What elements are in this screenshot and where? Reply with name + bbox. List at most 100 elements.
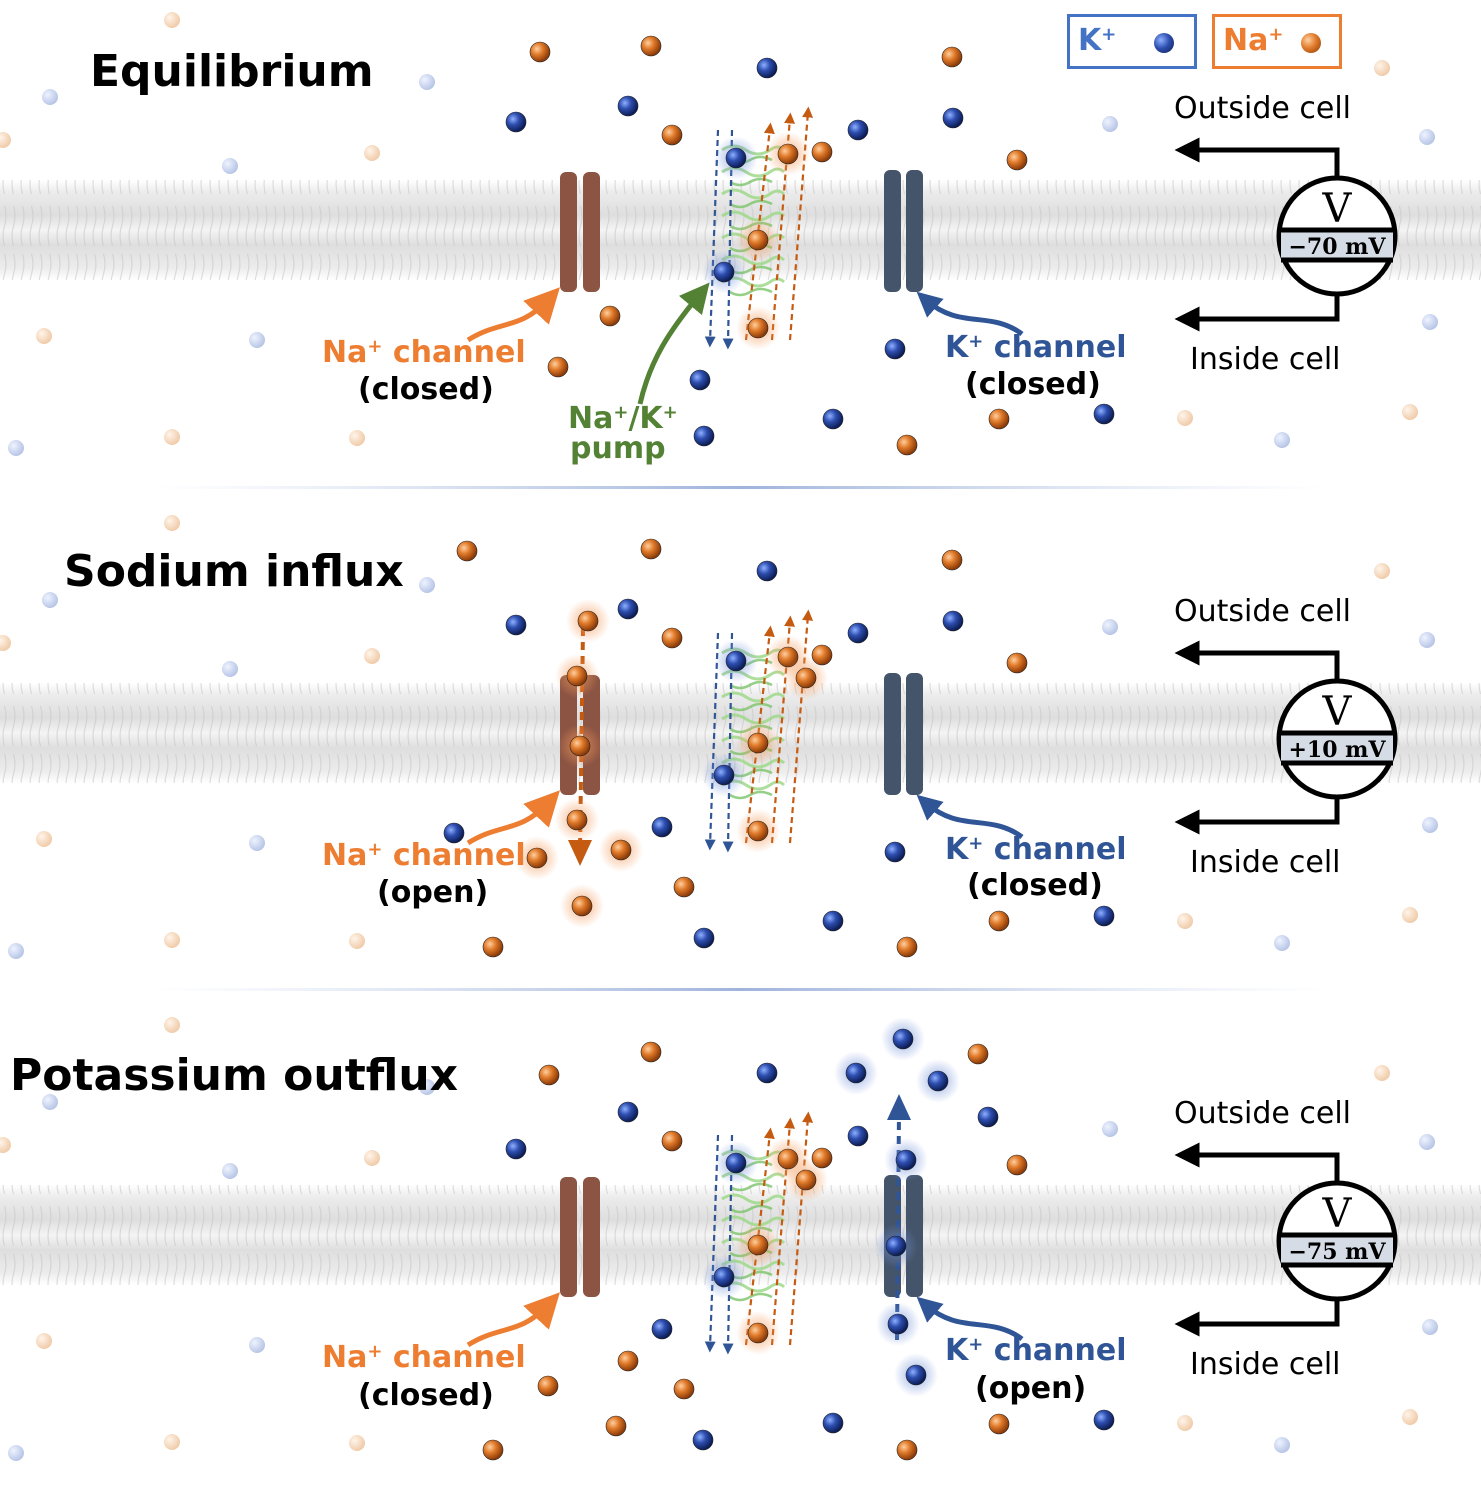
sodium-ion — [610, 839, 632, 861]
sodium-ion — [661, 1130, 683, 1152]
sodium-ion — [661, 627, 683, 649]
k-channel-label: K+ channel — [945, 832, 1127, 867]
faint-potassium-ion — [1274, 432, 1290, 448]
sodium-ion — [566, 809, 588, 831]
legend-potassium: K+ — [1067, 14, 1197, 69]
potassium-ion — [905, 1364, 927, 1386]
voltage-reading: −75 mV — [1288, 1239, 1386, 1265]
sodium-ion — [1006, 652, 1028, 674]
k-channel-subunit — [884, 170, 901, 292]
faint-potassium-ion — [1419, 1134, 1435, 1150]
faint-potassium-ion — [222, 1163, 238, 1179]
faint-sodium-ion — [164, 429, 180, 445]
faint-sodium-ion — [349, 430, 365, 446]
legend-sodium-label: Na+ — [1223, 23, 1284, 58]
faint-sodium-ion — [0, 1137, 11, 1153]
outside-wire-arrow — [1174, 640, 1340, 682]
sodium-flow-arrow — [744, 1127, 775, 1346]
voltmeter-display — [1281, 1233, 1393, 1265]
k-channel-pointer-arrow — [916, 794, 1024, 840]
potassium-ion — [756, 57, 778, 79]
pump-helix — [729, 702, 773, 712]
potassium-ion — [822, 1412, 844, 1434]
potassium-ion — [651, 1318, 673, 1340]
potassium-ion — [847, 622, 869, 644]
pump-helix — [721, 1193, 786, 1205]
sodium-flow-arrow — [744, 122, 775, 341]
potassium-ion-icon — [1154, 33, 1174, 53]
na-channel-state: (closed) — [358, 372, 494, 407]
potassium-ion — [617, 1101, 639, 1123]
outside-cell-label: Outside cell — [1174, 594, 1352, 629]
voltage-reading: +10 mV — [1288, 737, 1386, 763]
potassium-ion — [887, 1313, 909, 1335]
sodium-ion-icon — [1301, 33, 1321, 53]
potassium-ion — [713, 261, 735, 283]
na-channel-state: (open) — [377, 875, 489, 910]
faint-potassium-ion — [419, 1079, 435, 1095]
sodium-ion — [577, 610, 599, 632]
faint-potassium-ion — [1422, 1319, 1438, 1335]
faint-potassium-ion — [249, 835, 265, 851]
na-channel-pointer-arrow — [466, 287, 560, 343]
faint-sodium-ion — [164, 1434, 180, 1450]
potassium-ion — [725, 1152, 747, 1174]
sodium-ion — [640, 1041, 662, 1063]
legend-sodium: Na+ — [1212, 14, 1342, 69]
faint-potassium-ion — [1422, 817, 1438, 833]
faint-potassium-ion — [222, 158, 238, 174]
potassium-ion — [822, 910, 844, 932]
faint-potassium-ion — [42, 1094, 58, 1110]
voltmeter: V+10 mV — [1174, 640, 1398, 835]
sodium-ion — [569, 735, 591, 757]
faint-potassium-ion — [1419, 129, 1435, 145]
sodium-ion — [988, 1413, 1010, 1435]
faint-sodium-ion — [36, 328, 52, 344]
faint-potassium-ion — [8, 440, 24, 456]
faint-sodium-ion — [1374, 1065, 1390, 1081]
potassium-ion — [689, 369, 711, 391]
sodium-ion — [747, 820, 769, 842]
sodium-ion — [811, 141, 833, 163]
potassium-ion — [1093, 1409, 1115, 1431]
faint-sodium-ion — [164, 932, 180, 948]
faint-potassium-ion — [249, 1337, 265, 1353]
sodium-ion — [673, 1378, 695, 1400]
faint-sodium-ion — [36, 1333, 52, 1349]
k-channel-state: (closed) — [965, 367, 1101, 402]
inside-cell-label: Inside cell — [1190, 845, 1341, 880]
na-channel-label: Na+ channel — [322, 838, 526, 873]
voltmeter: V−70 mV — [1174, 137, 1398, 332]
pump-helix — [729, 1292, 773, 1302]
pump-label: Na+/K+ — [568, 401, 678, 436]
faint-potassium-ion — [419, 74, 435, 90]
pump-pointer-arrow — [637, 282, 710, 405]
potassium-ion — [977, 1106, 999, 1128]
sodium-ion — [747, 317, 769, 339]
sodium-ion — [566, 665, 588, 687]
faint-potassium-ion — [8, 943, 24, 959]
potassium-ion — [942, 107, 964, 129]
voltmeter-symbol: V — [1322, 689, 1353, 735]
sodium-ion — [482, 936, 504, 958]
na-channel-subunit — [560, 1177, 577, 1297]
outside-cell-label: Outside cell — [1174, 91, 1352, 126]
potassium-ion — [756, 560, 778, 582]
faint-potassium-ion — [1422, 314, 1438, 330]
k-channel-subunit — [906, 170, 923, 292]
faint-sodium-ion — [1374, 60, 1390, 76]
inside-wire-arrow — [1174, 1297, 1340, 1337]
k-channel-pointer-arrow — [916, 291, 1024, 337]
potassium-ion — [725, 147, 747, 169]
sodium-ion — [640, 35, 662, 57]
sodium-ion — [777, 143, 799, 165]
sodium-ion — [811, 1147, 833, 1169]
sodium-ion — [747, 1322, 769, 1344]
sodium-ion — [537, 1375, 559, 1397]
potassium-ion — [845, 1062, 867, 1084]
voltmeter-symbol: V — [1322, 186, 1353, 232]
potassium-ion — [693, 927, 715, 949]
sodium-ion — [1006, 149, 1028, 171]
potassium-ion — [892, 1028, 914, 1050]
